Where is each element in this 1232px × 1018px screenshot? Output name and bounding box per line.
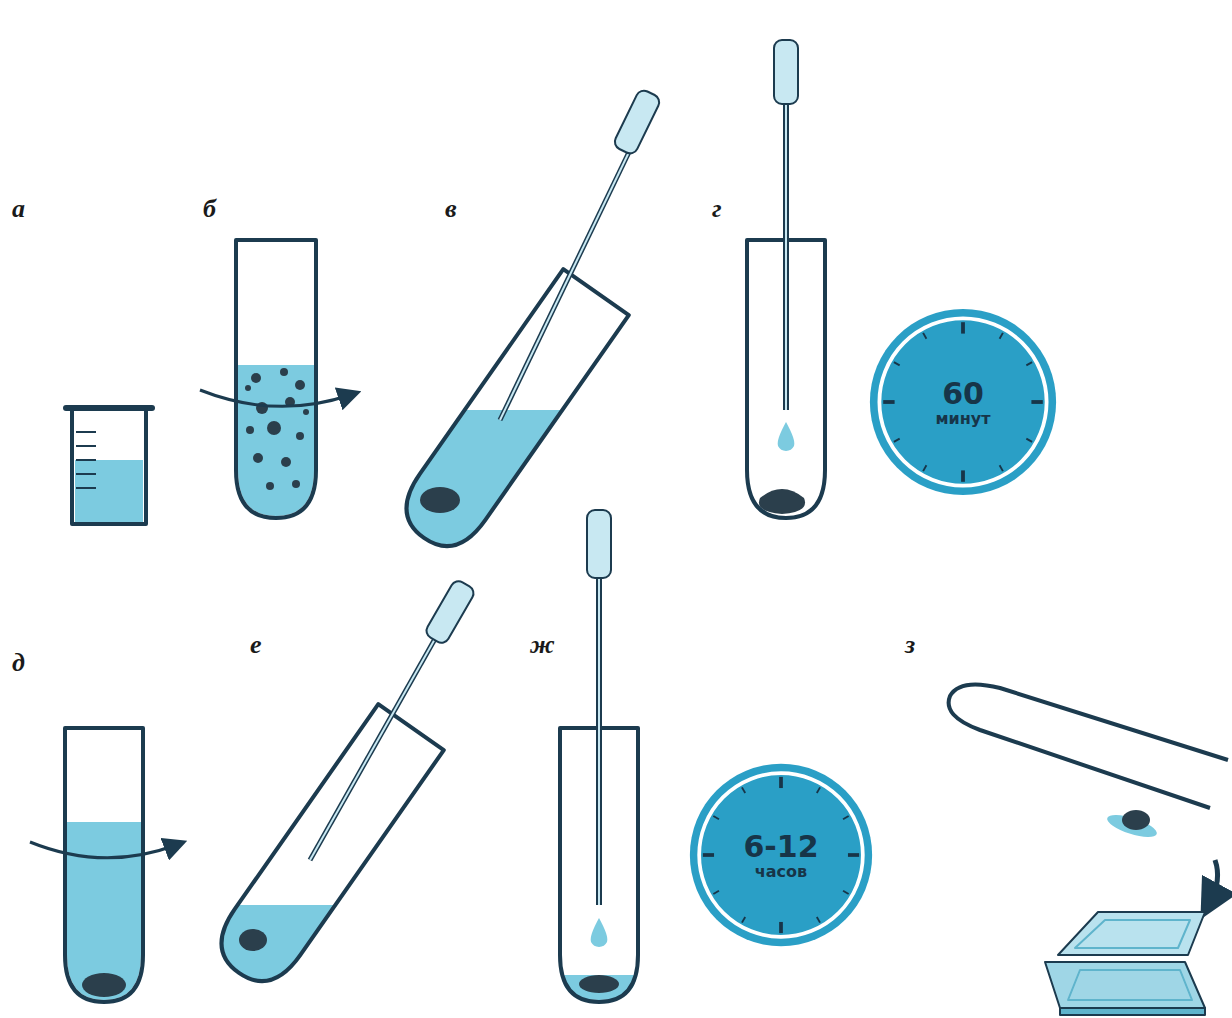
- timer-unit: часов: [755, 863, 807, 881]
- timer-clock: 60минут: [868, 307, 1058, 497]
- timer-value: 6-12: [743, 830, 818, 863]
- panel-letter: е: [250, 632, 262, 658]
- timer-value: 60: [942, 377, 984, 410]
- panel-letter: ж: [530, 632, 555, 658]
- timer-clock: 6-12часов: [688, 762, 874, 948]
- tube-fixative: [747, 40, 825, 518]
- timer-unit: минут: [935, 410, 990, 428]
- panel-letter: г: [712, 196, 722, 222]
- panel-letter: д: [12, 650, 25, 676]
- beaker: [66, 408, 152, 524]
- panel-letter: з: [905, 632, 915, 658]
- tube-gel: [560, 510, 638, 1002]
- panel-letter: в: [445, 196, 457, 222]
- tissue-cassette: [1045, 912, 1205, 1015]
- tube-mixing: [200, 240, 350, 518]
- tube-tilted-removal: [200, 578, 476, 1018]
- panel-letter: а: [12, 196, 25, 222]
- tube-tilted-supernatant: [380, 88, 662, 610]
- tube-centrifuge: [30, 728, 176, 1002]
- tube-to-cassette: [949, 684, 1228, 1015]
- panel-letter: б: [203, 196, 216, 222]
